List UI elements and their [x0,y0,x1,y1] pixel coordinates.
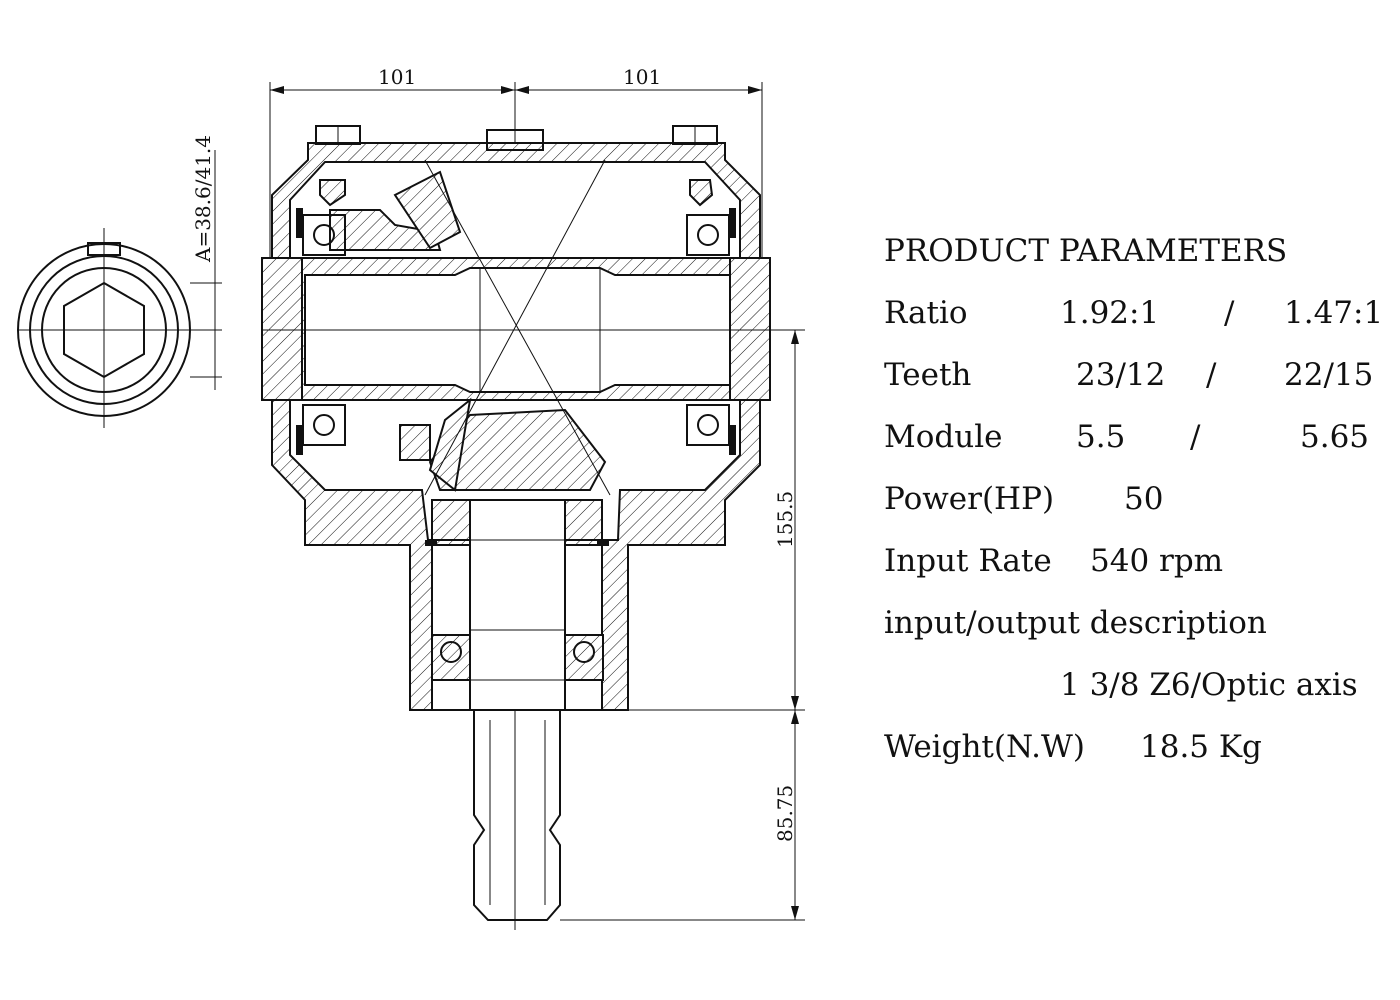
weight-value: 18.5 Kg [1140,729,1262,765]
height-body-dimension: 155.5 [773,491,797,548]
height-shaft-dimension: 85.75 [773,785,797,842]
width-right-dimension: 101 [623,65,661,89]
product-parameters: PRODUCT PARAMETERS Ratio 1.92:1 / 1.47:1… [884,220,1394,778]
teeth-row: Teeth 23/12 / 22/15 [884,344,1394,406]
side-bearings [296,208,736,455]
input-rate-row: Input Rate 540 rpm [884,530,1394,592]
module-separator: / [1190,419,1201,455]
power-label: Power(HP) [884,481,1055,517]
parameters-heading: PRODUCT PARAMETERS [884,233,1288,269]
width-left-dimension: 101 [378,65,416,89]
ratio-row: Ratio 1.92:1 / 1.47:1 [884,282,1394,344]
spline-end-view: A=38.6/41.4 [17,135,222,428]
bevel-gears [393,159,611,496]
ratio-separator: / [1224,295,1235,331]
input-rate-value: 540 rpm [1090,543,1224,579]
io-description-label: input/output description [884,605,1267,641]
teeth-label: Teeth [884,357,972,393]
weight-label: Weight(N.W) [884,729,1085,765]
teeth-value-a: 23/12 [1076,357,1166,393]
module-label: Module [884,419,1003,455]
io-description-value: 1 3/8 Z6/Optic axis [1060,667,1358,703]
io-description-row: input/output description [884,592,1394,654]
module-row: Module 5.5 / 5.65 [884,406,1394,468]
module-value-a: 5.5 [1076,419,1126,455]
input-rate-label: Input Rate [884,543,1052,579]
spline-size-dimension: A=38.6/41.4 [191,135,215,263]
ratio-label: Ratio [884,295,968,331]
power-value: 50 [1124,481,1164,517]
module-value-b: 5.65 [1300,419,1370,455]
teeth-value-b: 22/15 [1284,357,1374,393]
parameters-heading-row: PRODUCT PARAMETERS [884,220,1394,282]
teeth-separator: / [1206,357,1217,393]
weight-row: Weight(N.W) 18.5 Kg [884,716,1394,778]
ratio-value-a: 1.92:1 [1060,295,1160,331]
io-value-row: 1 3/8 Z6/Optic axis [884,654,1394,716]
vertical-shaft [425,499,609,921]
power-row: Power(HP) 50 [884,468,1394,530]
height-dimensions: 155.5 85.75 [560,329,805,921]
horizontal-shaft [261,257,795,401]
ratio-value-b: 1.47:1 [1284,295,1384,331]
